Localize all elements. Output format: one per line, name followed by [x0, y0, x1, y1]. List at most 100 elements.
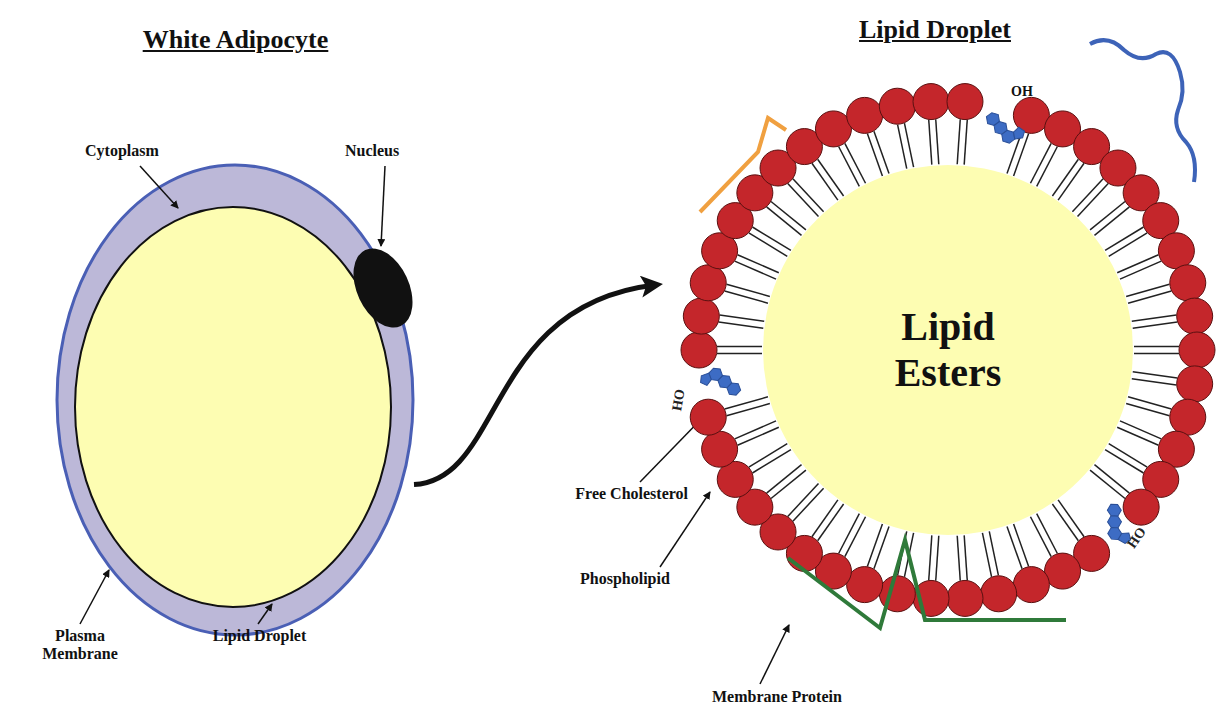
lipid-tail	[1078, 184, 1109, 217]
lipid-head	[1158, 233, 1194, 269]
lipid-tail	[735, 421, 776, 439]
lipid-head	[1170, 265, 1206, 301]
lipid-head	[947, 84, 983, 120]
lipid-head	[1177, 366, 1213, 402]
membrane-protein-orange	[700, 118, 786, 212]
lipid-tail	[1133, 372, 1178, 378]
lipid-tail	[1133, 322, 1178, 328]
lipid-head	[847, 567, 883, 603]
lipid-head	[681, 332, 717, 368]
part-label: Cytoplasm	[85, 142, 159, 160]
lipid-tail	[874, 131, 889, 173]
lipid-tail	[767, 465, 802, 493]
lipid-tail	[717, 353, 762, 355]
lipid-tail	[1094, 207, 1129, 235]
lipid-tail	[1126, 404, 1169, 416]
lipid-tail	[1128, 397, 1171, 409]
lipid-tail	[738, 427, 779, 445]
lipid-tail	[720, 315, 765, 321]
leader-lines	[80, 166, 789, 684]
lipid-tail	[752, 227, 790, 250]
lipid-head	[1045, 553, 1081, 589]
lipid-tail	[929, 535, 932, 580]
lipid-tail	[1117, 427, 1158, 445]
part-label: Membrane Protein	[712, 688, 842, 706]
lipid-tail	[788, 184, 819, 217]
lipid-tail	[1128, 291, 1171, 303]
nucleus	[342, 239, 425, 337]
lipid-tail	[964, 535, 967, 580]
phospholipid-ring	[681, 84, 1215, 617]
lipid-head	[879, 88, 915, 124]
lipid-tail	[1134, 346, 1179, 348]
cell-node: White Adipocyte	[57, 165, 414, 635]
lipid-tail	[1105, 450, 1143, 473]
lipid-tail	[1058, 163, 1084, 200]
cell-body	[57, 165, 413, 635]
lipid-tail	[957, 119, 960, 164]
lipid-tail	[904, 123, 913, 167]
lipid-tail	[1120, 261, 1161, 279]
lipid-head	[1177, 298, 1213, 334]
diagram-heading: Lipid Droplet	[655, 15, 1215, 45]
lipid-tail	[1134, 353, 1179, 355]
lipid-tail	[1126, 284, 1169, 296]
lipid-tail	[867, 134, 882, 176]
lipid-tail	[812, 500, 838, 537]
lipid-tail	[749, 444, 787, 467]
lipid-tail	[964, 120, 967, 165]
lipid-head	[690, 265, 726, 301]
cholesterol	[986, 108, 1026, 147]
lipid-tail	[1052, 504, 1078, 541]
lipid-tail	[957, 536, 960, 581]
lipid-tail	[1117, 255, 1158, 273]
lipid-tail	[735, 261, 776, 279]
lipid-head	[1170, 399, 1206, 435]
lipid-tail	[839, 514, 860, 554]
part-label: Nucleus	[345, 142, 399, 160]
part-label: Lipid Droplet	[212, 627, 307, 645]
lipid-tail	[717, 346, 762, 348]
lipid-head	[981, 576, 1017, 612]
lipid-head	[690, 399, 726, 435]
lipid-tail	[719, 322, 764, 328]
lipid-head	[847, 97, 883, 133]
lipid-tail	[1120, 421, 1161, 439]
membrane-protein-green	[788, 540, 1066, 628]
lipid-head	[947, 580, 983, 616]
lipid-tail	[788, 484, 819, 517]
lipid-tail	[1030, 517, 1051, 557]
lipid-head	[683, 298, 719, 334]
lipid-tail	[1090, 470, 1125, 498]
lipid-tail	[936, 536, 939, 581]
lipid-tail	[982, 533, 991, 577]
lipid-tail	[727, 284, 770, 296]
lipid-tail	[1037, 147, 1058, 187]
chemical-group: HO	[669, 388, 689, 412]
lipid-head	[913, 84, 949, 120]
lipid-tail	[1132, 379, 1177, 385]
cell-lipid-droplet	[75, 207, 391, 607]
lipid-tail	[725, 291, 768, 303]
lipid-tail	[1109, 233, 1147, 256]
lipid-tail	[1007, 526, 1022, 568]
lipid-head	[1179, 332, 1215, 368]
lipid-head	[702, 431, 738, 467]
lipid-tail	[818, 159, 844, 196]
lipid-head	[815, 111, 851, 147]
lipid-head	[1013, 567, 1049, 603]
lipid-core	[763, 165, 1133, 535]
lipid-tail	[1072, 179, 1103, 212]
lipid-tail	[1014, 524, 1029, 566]
lipid-tail	[727, 404, 770, 416]
lipid-tail	[845, 143, 866, 183]
chemical-group: HO	[1124, 525, 1150, 552]
lipid-tail	[725, 397, 768, 409]
lipid-tail	[771, 202, 806, 230]
part-label: Phospholipid	[580, 570, 670, 588]
lipid-tail	[874, 526, 889, 568]
lipid-tail	[793, 488, 824, 521]
lipid-tail	[1014, 134, 1029, 176]
lipid-tail	[1132, 315, 1177, 321]
